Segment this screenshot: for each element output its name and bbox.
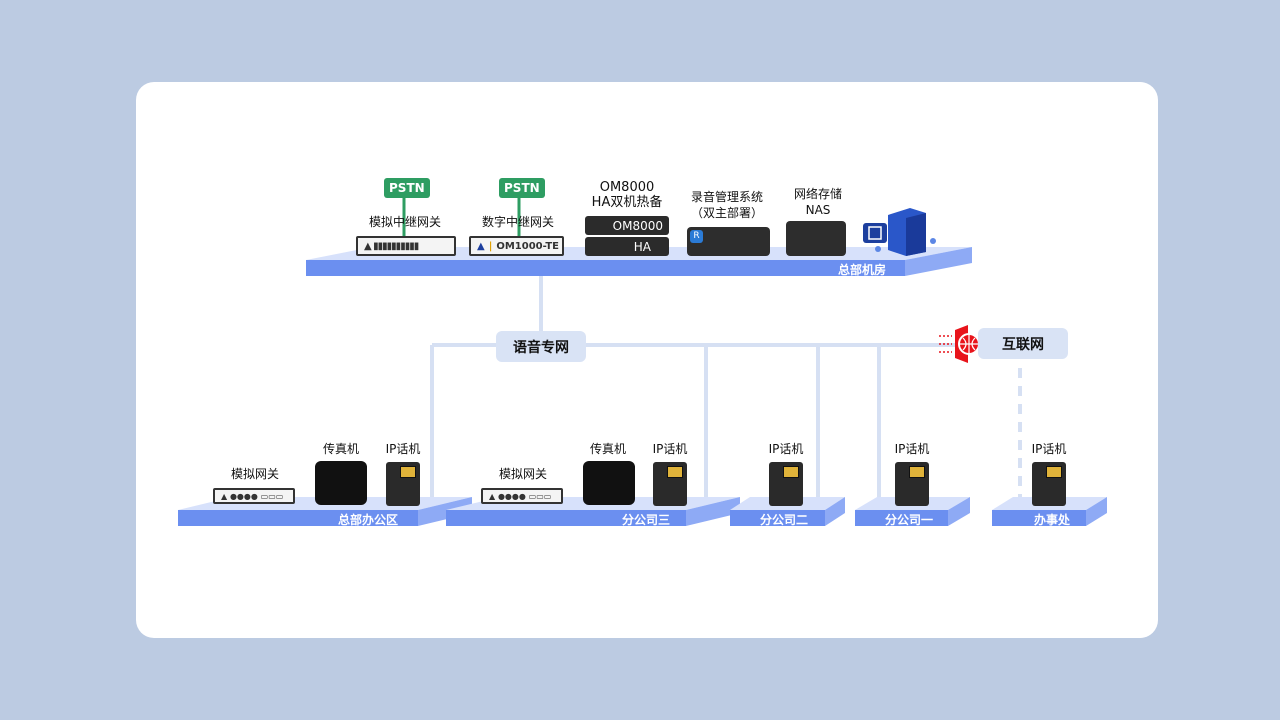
analog-gateway-device: ▲ ●●●● ▭▭▭ bbox=[481, 488, 563, 504]
nas-label-line2: NAS bbox=[805, 203, 831, 217]
gateway-label: 模拟网关 bbox=[498, 467, 548, 481]
firewall-icon bbox=[939, 325, 980, 363]
om8000-label-line1: OM8000 bbox=[599, 180, 655, 195]
voice-network-node: 语音专网 bbox=[496, 331, 586, 362]
fax-icon bbox=[583, 461, 635, 505]
phone-label: IP话机 bbox=[385, 442, 421, 456]
om8000-label-line2: HA双机热备 bbox=[591, 195, 663, 210]
phone-label: IP话机 bbox=[1031, 442, 1067, 456]
internet-node: 互联网 bbox=[978, 328, 1068, 359]
nas-device bbox=[786, 221, 846, 256]
fax-icon bbox=[315, 461, 367, 505]
platform-label: 办事处 bbox=[1034, 513, 1071, 527]
ip-phone-icon bbox=[895, 462, 929, 506]
building-icon bbox=[863, 208, 936, 256]
ip-phone-icon bbox=[769, 462, 803, 506]
platform-label: 分公司一 bbox=[885, 513, 934, 527]
analog-trunk-gateway-device: ▲ ▮▮▮▮▮▮▮▮▮▮ bbox=[356, 236, 456, 256]
gateway-label: 模拟网关 bbox=[230, 467, 280, 481]
om8000-unit: OM8000 bbox=[585, 216, 669, 235]
digital-trunk-gateway-device: ▲|OM1000-TE bbox=[469, 236, 564, 256]
ip-phone-icon bbox=[653, 462, 687, 506]
digital-trunk-label: 数字中继网关 bbox=[481, 215, 555, 229]
platform-label: 总部办公区 bbox=[338, 513, 399, 527]
platform-label: 总部机房 bbox=[838, 263, 887, 277]
recording-label-line2: （双主部署） bbox=[690, 206, 764, 220]
ip-phone-icon bbox=[386, 462, 420, 506]
analog-gateway-device: ▲ ●●●● ▭▭▭ bbox=[213, 488, 295, 504]
phone-label: IP话机 bbox=[652, 442, 688, 456]
recording-server-device: R bbox=[687, 227, 770, 256]
ha-unit: HA bbox=[585, 237, 669, 256]
platform-label: 分公司二 bbox=[760, 513, 809, 527]
platform-label: 分公司三 bbox=[622, 513, 671, 527]
phone-label: IP话机 bbox=[894, 442, 930, 456]
diagram-card bbox=[136, 82, 1158, 638]
fax-label: 传真机 bbox=[589, 442, 627, 456]
nas-label-line1: 网络存储 bbox=[793, 187, 843, 201]
ip-phone-icon bbox=[1032, 462, 1066, 506]
pstn-badge: PSTN bbox=[499, 178, 545, 198]
analog-trunk-label: 模拟中继网关 bbox=[368, 215, 442, 229]
pstn-badge: PSTN bbox=[384, 178, 430, 198]
recording-label-line1: 录音管理系统 bbox=[690, 190, 764, 204]
fax-label: 传真机 bbox=[322, 442, 360, 456]
phone-label: IP话机 bbox=[768, 442, 804, 456]
